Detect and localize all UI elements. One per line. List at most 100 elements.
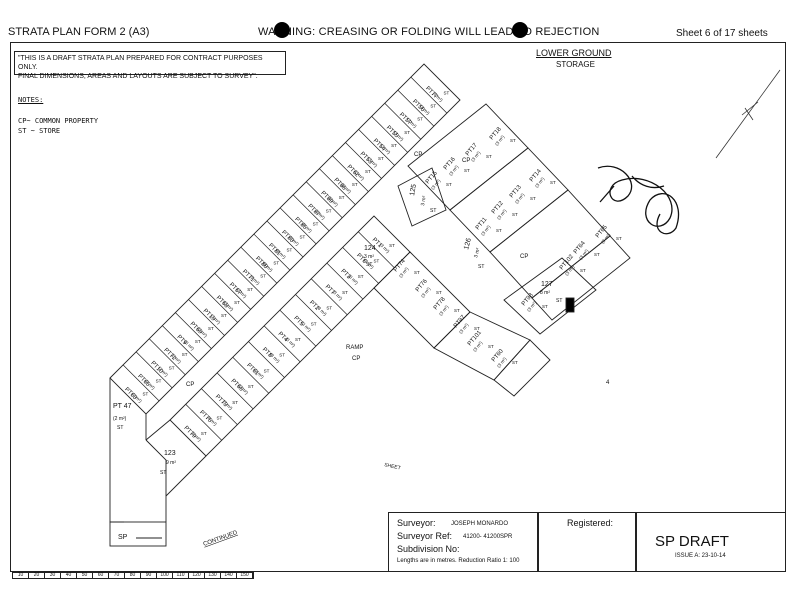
diag-lot-type: ST	[404, 130, 410, 135]
level-subtitle: STORAGE	[556, 60, 595, 69]
lower-lot-type: ST	[358, 274, 364, 279]
right-lot-area: (3 m²)	[480, 224, 492, 237]
scale-tick: 70	[109, 573, 125, 578]
cp-label-ramp: CP	[352, 356, 360, 362]
diag-lot-type: ST	[143, 391, 149, 396]
subdivision-label: Subdivision No:	[397, 544, 460, 554]
right-lot-type: ST	[550, 180, 556, 185]
scale-tick: 80	[125, 573, 141, 578]
right-storage-block	[373, 103, 631, 397]
lower-lot-type: ST	[217, 415, 223, 420]
right-lot-area: (3 m²)	[448, 164, 460, 177]
lot-126-type: ST	[478, 264, 484, 270]
surveyor-panel: Surveyor: JOSEPH MONARDO Surveyor Ref: 4…	[388, 512, 538, 572]
right-lot-type: ST	[454, 308, 460, 313]
plan-form-title: STRATA PLAN FORM 2 (A3)	[8, 26, 150, 38]
right-lot-type: ST	[474, 326, 480, 331]
surveyor-ref-label: Surveyor Ref:	[397, 531, 453, 541]
scale-tick: 90	[141, 573, 157, 578]
cp-label-upper-right: CP	[462, 158, 470, 164]
level-name: LOWER GROUND	[536, 48, 612, 58]
note-store: ST ~ STORE	[18, 127, 61, 135]
scale-tick: 10	[13, 573, 29, 578]
right-lot-area: (3 m²)	[430, 178, 442, 191]
lot-123-number: 123	[164, 450, 176, 457]
right-lot-type: ST	[414, 270, 420, 275]
diag-lot-type: ST	[417, 117, 423, 122]
lot-127-number: 127	[541, 281, 553, 288]
diag-lot-type: ST	[352, 182, 358, 187]
notes-heading: NOTES:	[18, 96, 44, 104]
diag-lot-type: ST	[169, 365, 175, 370]
lot-123-type: ST	[160, 470, 166, 476]
lower-lot-type: ST	[326, 306, 332, 311]
right-lot-type: ST	[510, 138, 516, 143]
right-lot-type: ST	[496, 228, 502, 233]
punch-hole-left	[274, 22, 290, 38]
right-lot-area: (3 m²)	[600, 232, 612, 245]
ramp-label: RAMP	[346, 345, 363, 351]
lot-124-number: 124	[364, 245, 376, 252]
diag-lot-type: ST	[300, 234, 306, 239]
right-lot-type: ST	[580, 268, 586, 273]
diag-lot-type: ST	[195, 339, 201, 344]
right-lot-area: (3 m²)	[494, 134, 506, 147]
lot-124-type: ST	[366, 262, 372, 268]
right-lot-area: (3 m²)	[526, 300, 538, 313]
scale-tick: 60	[93, 573, 109, 578]
diag-lot-type: ST	[247, 287, 253, 292]
right-lot-area: (3 m²)	[470, 150, 482, 163]
sp-box	[109, 521, 167, 547]
lot-126-number: 126	[463, 237, 473, 250]
diag-lot-type: ST	[339, 195, 345, 200]
lower-lot-type: ST	[201, 431, 207, 436]
lot-126-area: 3 m²	[473, 247, 481, 259]
lot-125-area: 3 m²	[420, 195, 428, 206]
right-lot-type: ST	[542, 304, 548, 309]
diag-lot-type: ST	[378, 156, 384, 161]
diag-lot-type: ST	[365, 169, 371, 174]
punch-hole-right	[512, 22, 528, 38]
lot-125-outline	[397, 167, 447, 227]
registration-panel: Registered:	[538, 512, 636, 572]
plan-id-panel: SP DRAFT ISSUE A: 23-10-14	[636, 512, 786, 572]
lot-125-type: ST	[430, 208, 436, 214]
draft-note-box: "THIS IS A DRAFT STRATA PLAN PREPARED FO…	[14, 51, 286, 80]
lot-47-type: ST	[117, 425, 123, 431]
lot-124-area: 3 m²	[364, 254, 374, 260]
north-arrow	[715, 69, 781, 159]
right-lot-type: ST	[486, 154, 492, 159]
note-common-property: CP~ COMMON PROPERTY	[18, 117, 99, 125]
right-lot-area: (3 m²)	[578, 248, 590, 261]
diag-lot-type: ST	[273, 261, 279, 266]
right-lot-area: (3 m²)	[398, 266, 410, 279]
lot-125-number: 125	[409, 184, 418, 197]
diag-lot-type: ST	[156, 378, 162, 383]
right-lot-area: (3 m²)	[496, 208, 508, 221]
cp-label-right: CP	[520, 254, 528, 260]
lot-127-type: ST	[556, 298, 562, 304]
surveyor-ref-value: 41200- 41200SPR	[463, 534, 513, 540]
right-lot-area: (3 m²)	[564, 264, 576, 277]
scale-tick: 50	[77, 573, 93, 578]
diag-lot-type: ST	[391, 143, 397, 148]
surveyor-label: Surveyor:	[397, 518, 436, 528]
scale-tick: 120	[189, 573, 205, 578]
right-lot-area: (3 m²)	[514, 192, 526, 205]
right-lot-area: (3 m²)	[438, 304, 450, 317]
right-lot-type: ST	[436, 290, 442, 295]
right-lot-type: ST	[512, 212, 518, 217]
lot-123-area: 9 m²	[166, 460, 176, 466]
scale-tick: 30	[45, 573, 61, 578]
lower-lot-type: ST	[264, 368, 270, 373]
right-lot-type: ST	[488, 344, 494, 349]
right-lot-area: (3 m²)	[472, 340, 484, 353]
lower-lot-type: ST	[311, 321, 317, 326]
diag-lot-type: ST	[182, 352, 188, 357]
lower-lot-type: ST	[373, 259, 379, 264]
right-lot-type: ST	[464, 168, 470, 173]
registered-label: Registered:	[567, 518, 614, 528]
right-lot-area: (3 m²)	[496, 356, 508, 369]
